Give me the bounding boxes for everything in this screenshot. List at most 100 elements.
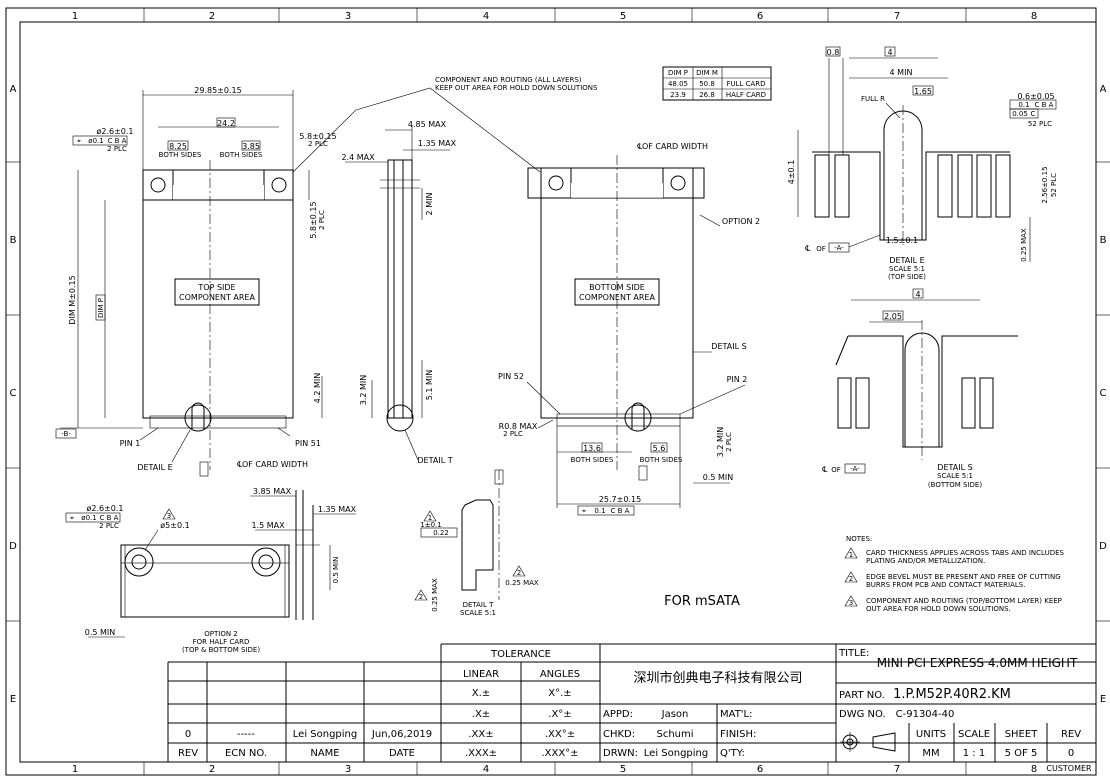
detail-t-circle — [386, 404, 414, 432]
note-ref: 2 — [419, 593, 423, 601]
hold-down-pad — [142, 169, 174, 201]
datum-a: -A- — [850, 465, 860, 473]
cl-card-width: OF CARD WIDTH — [242, 460, 308, 469]
pin1-label: PIN 1 — [120, 439, 141, 448]
mounting-hole — [271, 177, 287, 193]
option2-caption-2: FOR HALF CARD — [193, 638, 250, 646]
dim-825: 8.25 — [169, 142, 187, 151]
dim-257: 25.7±0.15 — [599, 495, 641, 504]
scale-label: SCALE — [958, 729, 990, 740]
col-label: 2 — [209, 764, 215, 775]
note-ref: 2 — [517, 569, 521, 577]
dim-42: 4.2 MIN — [313, 373, 322, 404]
rev-row-ecn: ----- — [237, 729, 255, 740]
detail-e-circle — [184, 404, 212, 432]
rev-row-date: Jun,06,2019 — [371, 729, 432, 740]
col-label: 1 — [72, 11, 78, 22]
top-side-label-2: COMPONENT AREA — [179, 293, 255, 302]
dim-485: 4.85 MAX — [408, 120, 447, 129]
cl-card-width: OF CARD WIDTH — [642, 142, 708, 151]
dim-2: 2 MIN — [425, 193, 434, 216]
edge-pins — [149, 415, 287, 429]
bottom-side-label: BOTTOM SIDE — [589, 283, 645, 292]
col-label: 5 — [620, 11, 626, 22]
r08-plc: 2 PLC — [503, 430, 523, 438]
dim-hole-spacing: 24.2 — [217, 119, 235, 128]
qty-label: Q'TY: — [720, 748, 745, 759]
part-number: 1.P.M52P.40R2.KM — [893, 687, 1011, 702]
both-sides-label: BOTH SIDES — [640, 456, 683, 464]
chkd-value: Schumi — [656, 729, 693, 740]
drawing-title: MINI PCI EXPRESS 4.0MM HEIGHT — [877, 656, 1078, 670]
detail-e-callout: DETAIL E — [137, 463, 172, 472]
dim-256: 2.56±0.15 — [1041, 166, 1049, 203]
dim-32-plc: 2 PLC — [725, 432, 733, 452]
drwn-value: Lei Songping — [644, 748, 708, 759]
linear-label: LINEAR — [463, 669, 499, 680]
dim-table-cell: HALF CARD — [726, 91, 766, 99]
svg-text:⌖: ⌖ — [582, 507, 586, 515]
dim-32-min: 3.2 MIN — [716, 427, 725, 458]
row-label: D — [9, 541, 17, 552]
dim-table-header: DIM P — [668, 69, 688, 77]
svg-text:⌖: ⌖ — [70, 514, 74, 522]
col-label: 5 — [620, 764, 626, 775]
detail-e-side: (TOP SIDE) — [888, 273, 926, 281]
hole-datum: C B A — [108, 137, 127, 145]
finish-label: FINISH: — [720, 729, 756, 740]
name-header: NAME — [310, 748, 339, 759]
dim-15: 1.5 MAX — [251, 521, 285, 530]
bottom-side-view: ℄ OF CARD WIDTH OPTION 2 BOTTOM SIDE COM… — [498, 142, 760, 516]
dim-385: 3.85 MAX — [253, 487, 292, 496]
dim-table: DIM P DIM M 48.05 50.8 FULL CARD 23.9 26… — [662, 66, 772, 101]
row-label: E — [1100, 694, 1106, 705]
hold-down-pad — [263, 169, 294, 201]
projection-symbol — [840, 732, 896, 752]
rev-header: REV — [178, 748, 198, 759]
tol2-datum: C — [1031, 110, 1036, 118]
rev-row-rev: 0 — [185, 729, 191, 740]
col-label: 2 — [209, 11, 215, 22]
tol2: 0.05 — [1012, 110, 1028, 118]
edge-pins — [556, 413, 681, 427]
dim-32: 3.2 MIN — [359, 375, 368, 406]
sheet-value: 5 OF 5 — [1005, 748, 1038, 759]
dim-m: DIM M±0.15 — [68, 275, 77, 324]
dim-05: 0.5 MIN — [85, 628, 116, 637]
dim-card-width: 29.85±0.15 — [194, 86, 241, 95]
detail-t-scale: SCALE 5:1 — [460, 609, 496, 617]
option2-view: 3.85 MAX 1.35 MAX 1.5 MAX 0.5 MIN 0.5 MI… — [65, 487, 357, 654]
dim-257-datum: C B A — [611, 507, 630, 515]
both-sides-label: BOTH SIDES — [159, 151, 202, 159]
hole-tol: ø0.1 — [88, 137, 103, 145]
dim-table-cell: FULL CARD — [726, 80, 765, 88]
chkd-label: CHKD: — [603, 729, 635, 740]
note-text: BURRS FROM PCB AND CONTACT MATERIALS. — [866, 581, 1025, 589]
dim-06: 0.6±0.05 — [1017, 92, 1054, 101]
matl-label: MAT'L: — [720, 709, 753, 720]
note-num: 1 — [849, 551, 853, 559]
tol-cell: .XX°± — [545, 729, 575, 740]
note-ref: 3 — [167, 512, 171, 520]
col-label: 6 — [757, 11, 763, 22]
dim-135: 1.35 MAX — [318, 505, 357, 514]
col-label: 7 — [894, 11, 900, 22]
col-label: 8 — [1031, 764, 1037, 775]
dim-4pm: 4±0.1 — [787, 160, 796, 185]
dim-table-cell: 26.8 — [699, 91, 715, 99]
detail-s-callout: DETAIL S — [711, 342, 746, 351]
svg-text:⌖: ⌖ — [77, 137, 81, 145]
both-sides-label: BOTH SIDES — [220, 151, 263, 159]
col-label: 4 — [483, 764, 489, 775]
customer-label: CUSTOMER — [1046, 764, 1092, 773]
datum-b: -B- — [61, 430, 71, 438]
dim-205: 2.05 — [884, 312, 902, 321]
tol-cell: X.± — [472, 688, 490, 699]
row-label: E — [10, 694, 16, 705]
note-text: CARD THICKNESS APPLIES ACROSS TABS AND I… — [866, 549, 1065, 557]
mounting-hole — [548, 175, 564, 191]
angles-label: ANGLES — [540, 669, 580, 680]
dim-4min: 4 MIN — [890, 68, 913, 77]
mounting-hole — [670, 175, 686, 191]
